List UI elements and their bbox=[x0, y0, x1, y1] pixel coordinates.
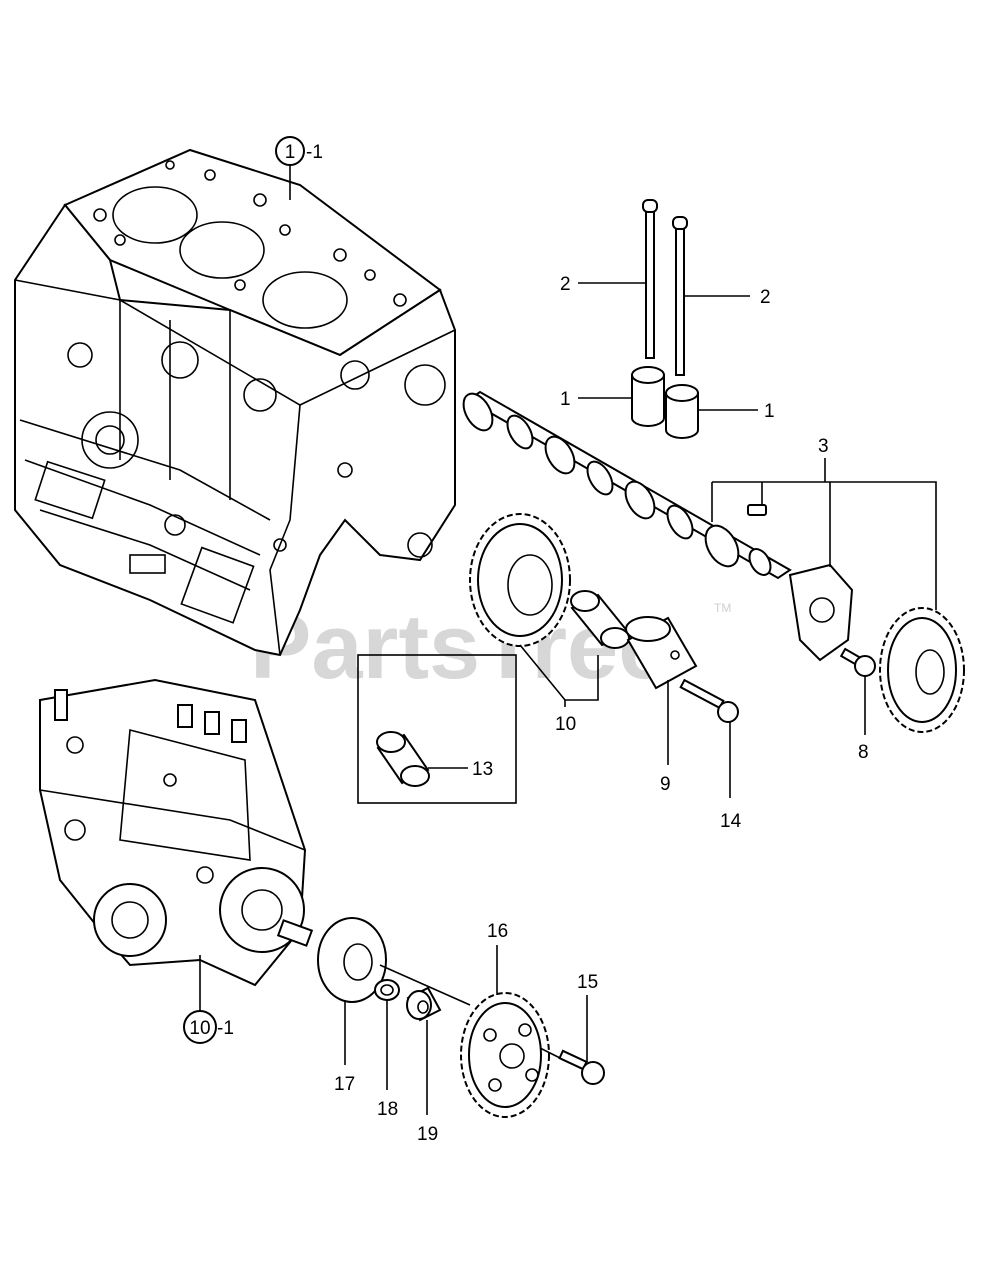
cam-gear-drawing bbox=[879, 607, 965, 733]
coupling-17-drawing bbox=[317, 917, 387, 1003]
bolt-8-drawing bbox=[839, 647, 876, 677]
idle-gear-drawing bbox=[469, 513, 571, 647]
inset-box bbox=[357, 654, 517, 804]
ref-callout-block-num: 1 bbox=[285, 142, 296, 163]
callout-17: 17 bbox=[334, 1074, 355, 1095]
callout-2a: 2 bbox=[560, 274, 571, 295]
thrust-plate-drawing bbox=[788, 563, 854, 662]
callout-15: 15 bbox=[577, 972, 598, 993]
pump-drive-gear-16-drawing bbox=[460, 992, 550, 1118]
callout-16: 16 bbox=[487, 921, 508, 942]
ref-callout-pump-num: 10 bbox=[189, 1018, 210, 1039]
watermark-tm: TM bbox=[714, 601, 731, 615]
bolt-14-drawing bbox=[679, 678, 739, 723]
callout-1b: 1 bbox=[764, 401, 775, 422]
callout-14: 14 bbox=[720, 811, 742, 832]
callout-2b: 2 bbox=[760, 287, 771, 308]
callout-3: 3 bbox=[818, 436, 829, 457]
camshaft-drawing bbox=[462, 390, 792, 580]
callout-10: 10 bbox=[555, 714, 576, 735]
cylinder-block-drawing bbox=[14, 148, 456, 657]
nut-19-drawing bbox=[406, 986, 442, 1022]
ref-callout-block-suffix: -1 bbox=[306, 142, 323, 163]
callout-13: 13 bbox=[472, 759, 493, 780]
tappets-drawing bbox=[631, 366, 699, 439]
bushing-13-drawing bbox=[376, 731, 430, 787]
callout-18: 18 bbox=[377, 1099, 398, 1120]
callout-1a: 1 bbox=[560, 389, 571, 410]
callout-8: 8 bbox=[858, 742, 869, 763]
key-18-drawing bbox=[374, 979, 400, 1001]
fuel-injection-pump-drawing bbox=[39, 678, 314, 987]
bolt-15-drawing bbox=[558, 1049, 605, 1085]
callout-19: 19 bbox=[417, 1124, 438, 1145]
callout-9: 9 bbox=[660, 774, 671, 795]
ref-circle-pump bbox=[183, 1010, 217, 1044]
ref-callout-pump-suffix: -1 bbox=[217, 1018, 234, 1039]
idle-gear-shaft-drawing bbox=[625, 616, 698, 690]
push-rods-drawing bbox=[642, 199, 688, 376]
